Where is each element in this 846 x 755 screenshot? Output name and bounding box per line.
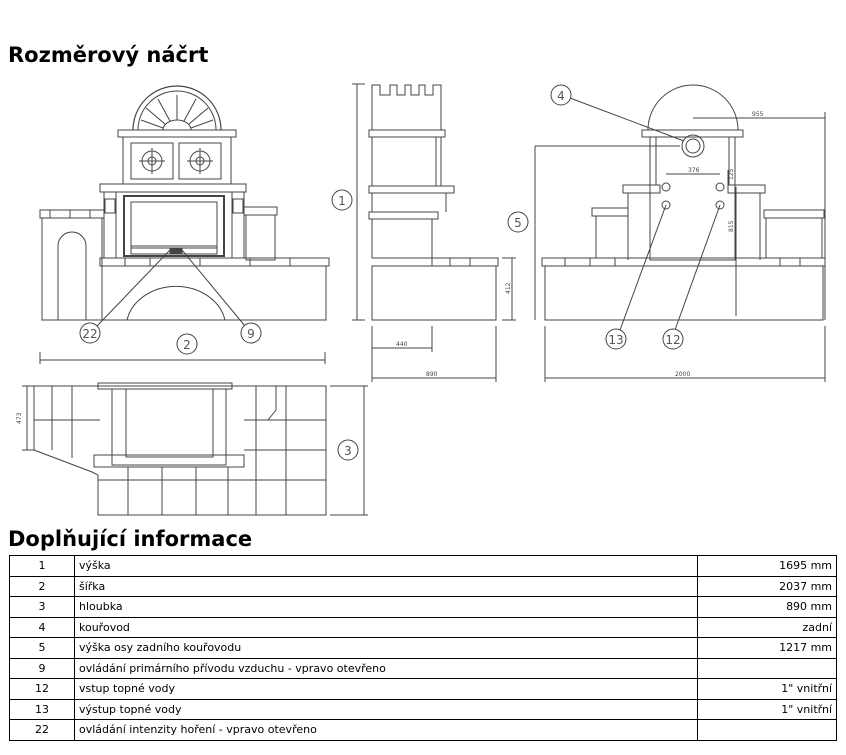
callout-13: 13	[605, 328, 627, 350]
row-label: ovládání intenzity hoření - vpravo otevř…	[74, 719, 698, 741]
row-value: 1695 mm	[697, 555, 837, 577]
row-label: hloubka	[74, 596, 698, 618]
row-value: zadní	[697, 616, 837, 638]
front-view	[39, 85, 330, 364]
callout-3: 3	[337, 439, 359, 461]
row-number: 9	[9, 657, 75, 679]
table-row: 2 šířka 2037 mm	[9, 575, 837, 597]
row-value: 1217 mm	[697, 637, 837, 659]
row-label: výstup topné vody	[74, 698, 698, 720]
info-title: Doplňující informace	[8, 527, 253, 551]
table-row: 4 kouřovod zadní	[9, 616, 837, 638]
svg-text:22: 22	[82, 327, 97, 341]
row-label: ovládání primárního přívodu vzduchu - vp…	[74, 657, 698, 679]
callout-2: 2	[176, 333, 198, 355]
row-value	[697, 657, 837, 679]
row-number: 5	[9, 637, 75, 659]
dim-2000: 2000	[675, 371, 690, 378]
svg-text:12: 12	[665, 333, 680, 347]
dim-890: 890	[426, 371, 438, 378]
rear-view	[534, 84, 826, 382]
callout-4: 4	[550, 84, 572, 106]
row-number: 2	[9, 575, 75, 597]
row-value: 1" vnitřní	[697, 678, 837, 700]
row-number: 12	[9, 678, 75, 700]
row-value: 2037 mm	[697, 575, 837, 597]
row-value: 1" vnitřní	[697, 698, 837, 720]
dim-955: 955	[752, 111, 764, 118]
row-label: vstup topné vody	[74, 678, 698, 700]
row-label: výška osy zadního kouřovodu	[74, 637, 698, 659]
dim-815: 815	[728, 220, 735, 232]
dimension-drawing: 955 376 125 815 412 440 890 2000 473 1 2…	[16, 83, 826, 516]
row-label: kouřovod	[74, 616, 698, 638]
sketch-title: Rozměrový náčrt	[8, 43, 209, 67]
callout-12: 12	[662, 328, 684, 350]
svg-text:2: 2	[183, 338, 191, 352]
plan-view	[22, 382, 368, 516]
table-row: 3 hloubka 890 mm	[9, 596, 837, 618]
dim-473: 473	[16, 412, 23, 424]
table-row: 1 výška 1695 mm	[9, 555, 837, 577]
row-number: 13	[9, 698, 75, 720]
row-number: 22	[9, 719, 75, 741]
table-row: 9 ovládání primárního přívodu vzduchu - …	[9, 657, 837, 679]
row-number: 4	[9, 616, 75, 638]
dim-376: 376	[688, 167, 700, 174]
row-label: šířka	[74, 575, 698, 597]
svg-text:9: 9	[247, 327, 255, 341]
callout-22: 22	[79, 322, 101, 344]
svg-text:1: 1	[338, 194, 346, 208]
callout-9: 9	[240, 322, 262, 344]
side-view	[352, 83, 516, 382]
callout-1: 1	[331, 189, 353, 211]
svg-text:5: 5	[514, 216, 522, 230]
dim-440: 440	[396, 341, 408, 348]
row-number: 3	[9, 596, 75, 618]
row-label: výška	[74, 555, 698, 577]
dim-125: 125	[728, 168, 735, 180]
table-row: 5 výška osy zadního kouřovodu 1217 mm	[9, 637, 837, 659]
info-table: 1 výška 1695 mm 2 šířka 2037 mm 3 hloubk…	[9, 555, 837, 741]
table-row: 22 ovládání intenzity hoření - vpravo ot…	[9, 719, 837, 741]
row-value	[697, 719, 837, 741]
callout-5: 5	[507, 211, 529, 233]
row-number: 1	[9, 555, 75, 577]
svg-text:4: 4	[557, 89, 565, 103]
row-value: 890 mm	[697, 596, 837, 618]
dim-412: 412	[505, 282, 512, 294]
svg-text:3: 3	[344, 444, 352, 458]
svg-text:13: 13	[608, 333, 623, 347]
table-row: 12 vstup topné vody 1" vnitřní	[9, 678, 837, 700]
table-row: 13 výstup topné vody 1" vnitřní	[9, 698, 837, 720]
